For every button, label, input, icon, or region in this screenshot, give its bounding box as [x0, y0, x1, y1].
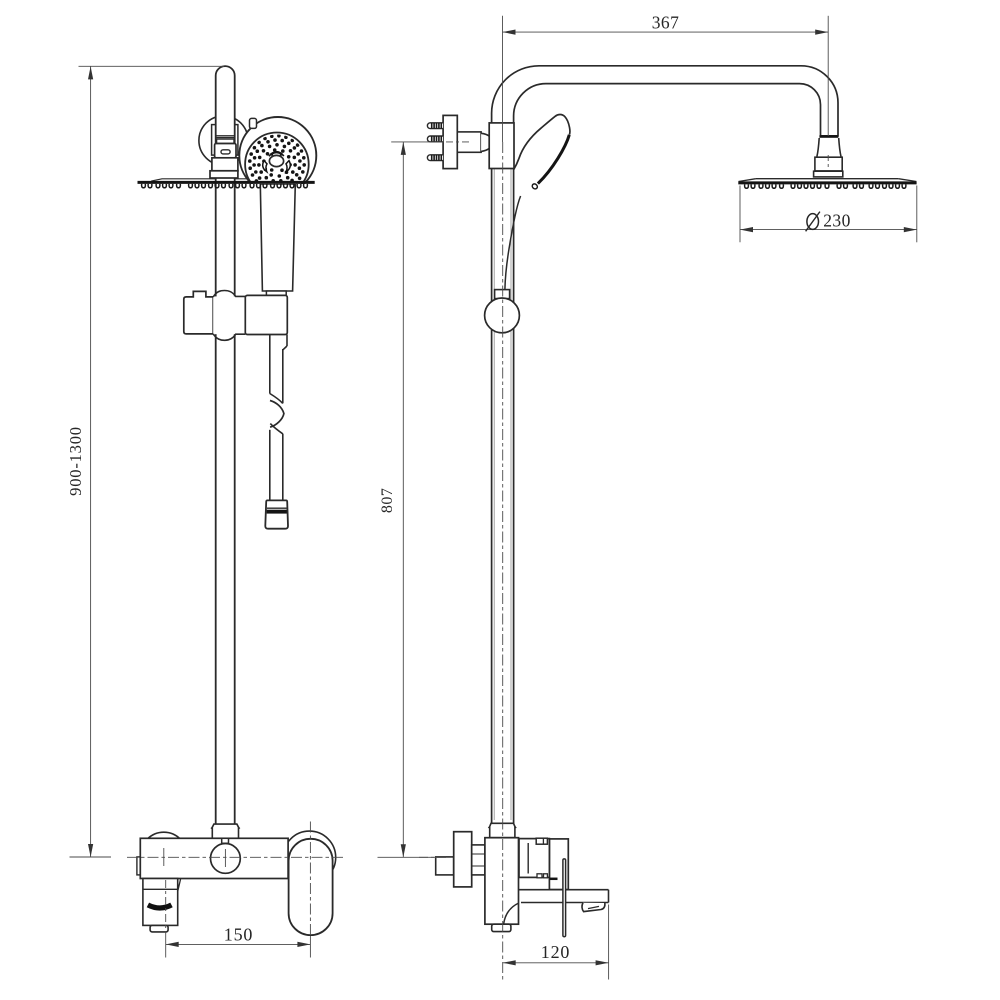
- svg-text:367: 367: [652, 12, 679, 32]
- svg-text:900-1300: 900-1300: [66, 426, 85, 496]
- svg-text:120: 120: [541, 942, 570, 962]
- svg-text:150: 150: [224, 925, 253, 945]
- svg-text:807: 807: [379, 488, 396, 514]
- svg-text:230: 230: [823, 211, 850, 231]
